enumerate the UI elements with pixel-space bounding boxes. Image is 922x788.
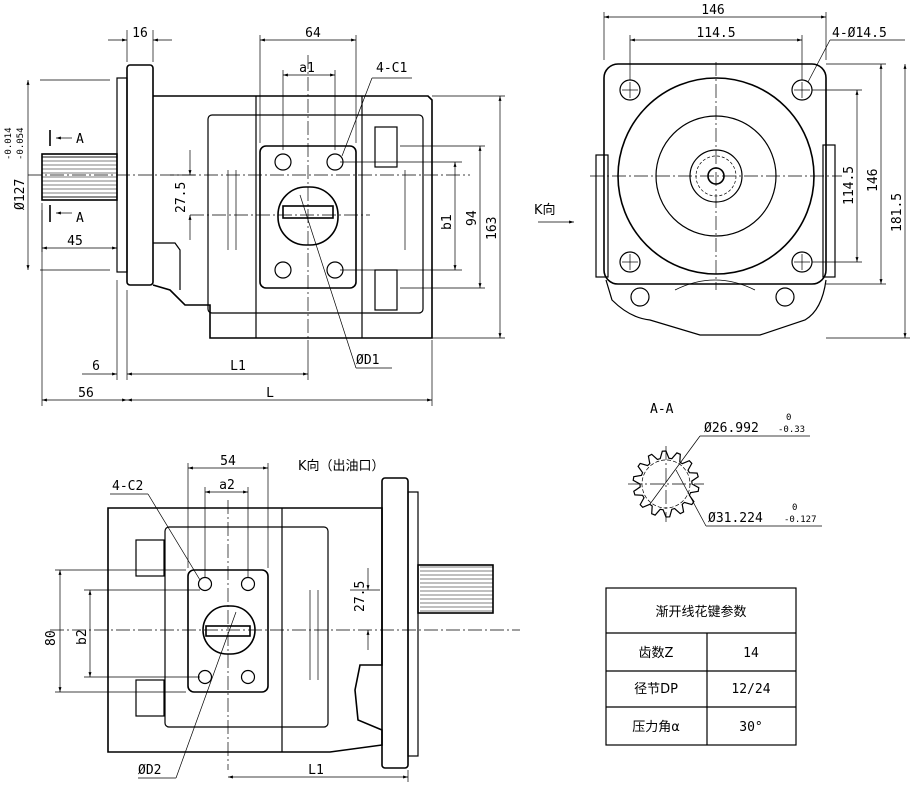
dim-body-height: 163 bbox=[485, 217, 500, 240]
dim-k-port-span: 54 bbox=[220, 454, 236, 469]
spline-row-value: 14 bbox=[743, 646, 759, 661]
section-aa-title: A-A bbox=[650, 402, 674, 417]
spline-row-value: 12/24 bbox=[731, 682, 770, 697]
dim-overall-height: 181.5 bbox=[890, 193, 905, 232]
dim-flange-height: 146 bbox=[866, 169, 881, 192]
aa-inner-dia: Ø31.224 bbox=[708, 511, 763, 526]
dim-k-port-bolts: 4-C2 bbox=[112, 479, 143, 494]
dim-tol-lower: -0.054 bbox=[16, 127, 26, 160]
dim-bolt-pitch-v: 114.5 bbox=[842, 166, 857, 205]
spline-row-label: 压力角α bbox=[632, 720, 680, 735]
end-flange bbox=[603, 63, 827, 285]
dim-port-distance: L1 bbox=[230, 359, 246, 374]
dim-port-span: 64 bbox=[305, 26, 321, 41]
end-view: K向 146 114.5 bbox=[534, 3, 910, 339]
spline-table: 渐开线花键参数 齿数Z 14 径节DP 12/24 压力角α 30° bbox=[605, 587, 797, 746]
k-bolt-hole bbox=[240, 669, 256, 685]
dim-flange-thickness: 16 bbox=[132, 26, 148, 41]
front-spline bbox=[41, 156, 118, 198]
k-lug bbox=[135, 679, 165, 717]
end-rear-housing bbox=[605, 279, 827, 336]
end-side-boss bbox=[822, 144, 836, 278]
k-direction-label: K向 bbox=[534, 202, 556, 218]
aa-outer-tol-lower: -0.33 bbox=[778, 425, 805, 435]
dim-tol-upper: -0.014 bbox=[4, 127, 14, 160]
dim-port-dia: ØD1 bbox=[356, 353, 379, 368]
k-flange bbox=[381, 477, 409, 769]
front-view: 16 64 a1 4-C1 Ø127 -0.014 -0.054 A A 2 bbox=[4, 26, 505, 406]
front-lug bbox=[374, 126, 398, 168]
k-view-title: K向（出油口） bbox=[298, 458, 385, 474]
dim-port-pitch-v: b1 bbox=[440, 214, 455, 230]
k-shaft bbox=[417, 564, 494, 614]
aa-outer-tol-upper: 0 bbox=[786, 413, 791, 423]
end-side-boss bbox=[595, 154, 609, 278]
dim-spline-length: 45 bbox=[67, 234, 83, 249]
k-body-inner bbox=[164, 526, 329, 728]
dim-bolt-pitch-h: 114.5 bbox=[696, 26, 735, 41]
dim-port-bolts: 4-C1 bbox=[376, 61, 407, 76]
aa-inner-tol-upper: 0 bbox=[792, 503, 797, 513]
front-body-inner bbox=[207, 114, 424, 314]
front-bolt-hole bbox=[274, 153, 292, 171]
dim-shaft-ext: 56 bbox=[78, 386, 94, 401]
dim-k-port-offset: 27.5 bbox=[353, 581, 368, 612]
k-spline bbox=[420, 566, 493, 612]
front-body-step bbox=[153, 242, 181, 290]
k-bolt-hole bbox=[197, 576, 213, 592]
spline-table-frame bbox=[605, 587, 797, 746]
dim-bolt-holes: 4-Ø14.5 bbox=[832, 26, 887, 41]
k-bolt-hole bbox=[240, 576, 256, 592]
front-lug bbox=[374, 269, 398, 311]
dim-shaft-dia: Ø127 bbox=[13, 179, 28, 210]
dim-k-port-distance: L1 bbox=[308, 763, 324, 778]
aa-inner-tol-lower: -0.127 bbox=[784, 515, 817, 525]
section-marker-bottom: A bbox=[76, 211, 84, 226]
spline-row-label: 径节DP bbox=[634, 682, 678, 697]
front-bolt-hole bbox=[274, 261, 292, 279]
spline-table-title: 渐开线花键参数 bbox=[655, 604, 746, 620]
front-body-outline bbox=[152, 95, 433, 339]
dim-k-port-dia: ØD2 bbox=[138, 763, 161, 778]
dim-total-length: L bbox=[266, 386, 274, 401]
dim-port-offset: 27.5 bbox=[174, 182, 189, 213]
dim-port-span-v: 94 bbox=[465, 210, 480, 226]
k-view: K向（出油口） 54 a2 bbox=[44, 454, 520, 782]
dim-k-port-span-v: 80 bbox=[44, 630, 59, 646]
aa-outer-dia: Ø26.992 bbox=[704, 421, 759, 436]
k-bolt-hole bbox=[197, 669, 213, 685]
spline-row-label: 齿数Z bbox=[639, 646, 674, 661]
dim-flange-offset: 6 bbox=[92, 359, 100, 374]
dim-k-port-pitch: a2 bbox=[219, 478, 235, 493]
dim-port-pitch: a1 bbox=[299, 61, 315, 76]
k-flange-pilot bbox=[407, 491, 419, 757]
section-marker-top: A bbox=[76, 132, 84, 147]
dim-flange-width: 146 bbox=[701, 3, 724, 18]
spline-row-value: 30° bbox=[739, 720, 762, 735]
dim-k-port-pitch-v: b2 bbox=[75, 629, 90, 645]
k-lug bbox=[135, 539, 165, 577]
flange-bolt-hole bbox=[619, 251, 641, 273]
section-aa: A-A Ø26.992 0 -0.33 Ø31.224 0 -0.127 bbox=[628, 402, 822, 527]
